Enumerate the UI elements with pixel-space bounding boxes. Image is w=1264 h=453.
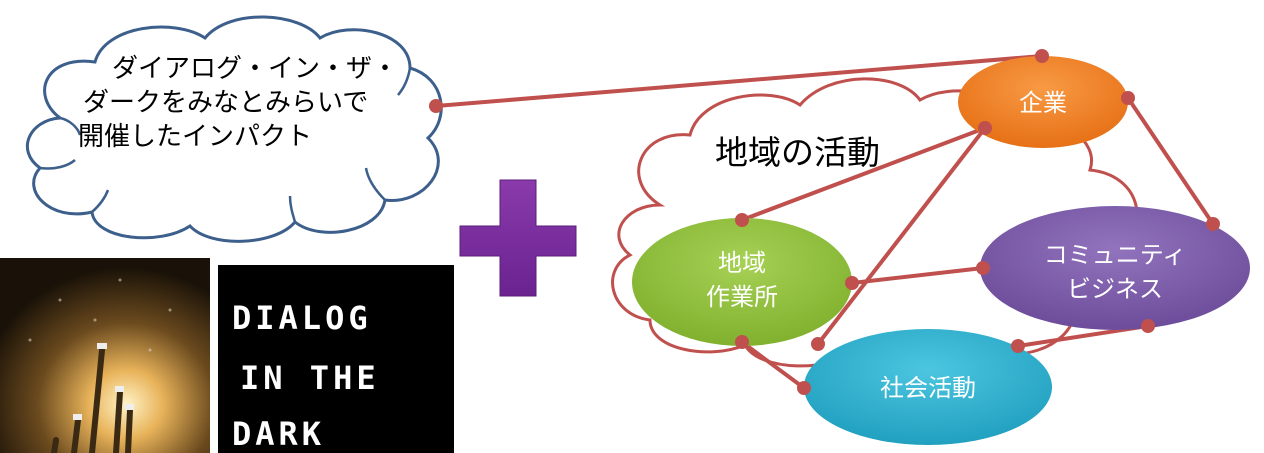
plus-icon (459, 179, 577, 297)
connector-company-workshop (741, 126, 986, 222)
speech-line-1: ダイアログ・イン・ザ・ (112, 54, 399, 84)
node-workshop-label: 地域 作業所 (682, 246, 802, 314)
node-social-label-line-1: 社会活動 (880, 374, 976, 402)
connector-lines (435, 54, 1215, 390)
connector-workshop-community (851, 266, 984, 285)
node-workshop-label-line-1: 地域 (718, 249, 766, 277)
connector-company-community (1126, 96, 1215, 226)
node-regional-workshop (632, 218, 852, 346)
node-community-business (980, 206, 1250, 330)
node-community-label-line-2: ビジネス (1067, 275, 1163, 303)
logo-row-2: IN THE (240, 359, 380, 397)
connector-cloud-company (435, 54, 1043, 108)
speech-cloud (26, 15, 443, 243)
node-social-activity (804, 329, 1052, 445)
dialog-in-the-dark-logo: DIALOG IN THE DARK (218, 265, 454, 453)
node-company-label: 企業 (1003, 86, 1083, 120)
speech-line-2: ダークをみなとみらいで (83, 88, 369, 118)
connector-workshop-social (740, 340, 806, 390)
node-company-label-line-1: 企業 (1019, 89, 1067, 117)
dark-room-photo (0, 258, 210, 453)
connector-company-social (816, 126, 987, 346)
logo-row-1: DIALOG (232, 299, 372, 337)
speech-cloud-text: ダイアログ・イン・ザ・ ダークをみなとみらいで 開催したインパクト (78, 52, 398, 154)
connector-dots (429, 49, 1220, 395)
logo-row-3: DARK (232, 415, 326, 453)
node-social-label: 社会活動 (858, 371, 998, 405)
node-community-label: コミュニティ ビジネス (1030, 238, 1200, 306)
activity-cloud-label: 地域の活動 (715, 133, 880, 172)
node-workshop-label-line-2: 作業所 (706, 283, 778, 311)
node-community-label-line-1: コミュニティ (1043, 241, 1187, 269)
speech-line-3: 開催したインパクト (78, 122, 313, 152)
node-company (958, 56, 1128, 148)
